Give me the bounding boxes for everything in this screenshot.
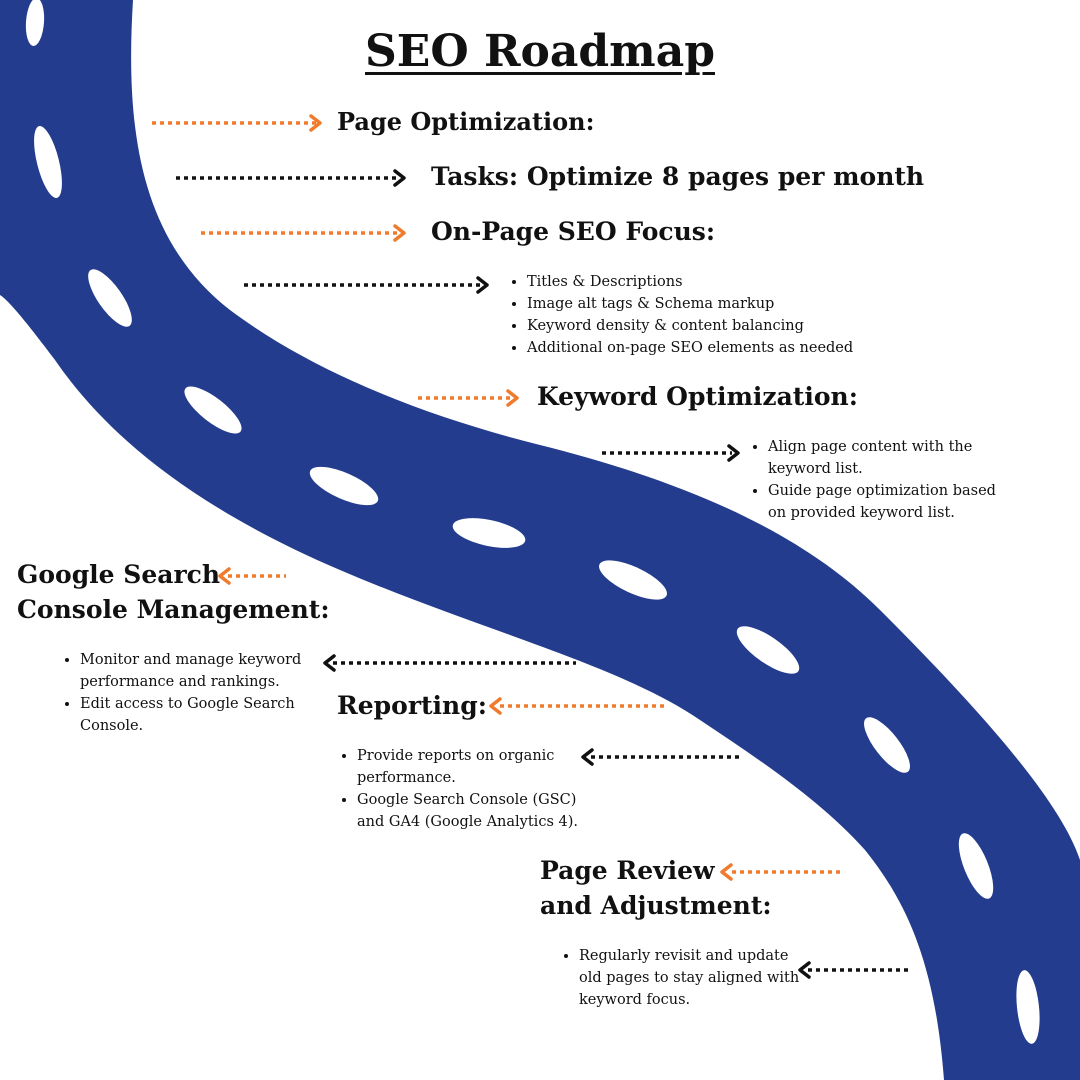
on-page-focus-list: Titles & Descriptions Image alt tags & S… xyxy=(507,271,853,359)
list-item: Keyword density & content balancing xyxy=(527,315,853,337)
on-page-focus-heading: On-Page SEO Focus: xyxy=(431,217,716,246)
reporting-heading: Reporting: xyxy=(337,691,487,720)
lane-mark xyxy=(958,833,994,899)
tasks-heading: Tasks: Optimize 8 pages per month xyxy=(431,162,925,191)
arrow-to-page-review-list xyxy=(798,961,908,979)
lane-mark xyxy=(88,269,132,327)
arrow-to-keyword-optimization xyxy=(418,389,519,407)
list-item: Additional on-page SEO elements as neede… xyxy=(527,337,853,359)
arrow-to-keyword-list xyxy=(602,444,740,462)
lane-mark xyxy=(309,466,379,506)
arrow-to-on-page-list xyxy=(244,276,489,294)
arrow-to-reporting xyxy=(489,697,668,715)
list-item: Google Search Console (GSC)and GA4 (Goog… xyxy=(357,789,578,833)
arrow-to-gsc-management xyxy=(218,567,286,585)
arrow-to-reporting-list xyxy=(581,748,740,766)
arrow-to-gsc-list xyxy=(323,654,576,672)
lane-mark xyxy=(452,518,526,548)
lane-mark xyxy=(34,126,62,198)
lane-mark xyxy=(736,626,800,674)
lane-markings xyxy=(25,0,1040,1044)
lane-mark xyxy=(25,0,45,46)
lane-mark xyxy=(184,386,242,434)
keyword-optimization-heading: Keyword Optimization: xyxy=(537,382,858,411)
list-item: Titles & Descriptions xyxy=(527,271,853,293)
arrow-to-page-review xyxy=(720,863,840,881)
page-optimization-heading: Page Optimization: xyxy=(337,107,595,136)
lane-mark xyxy=(1016,970,1040,1044)
lane-mark xyxy=(599,560,667,600)
page-title: SEO Roadmap xyxy=(365,26,715,77)
arrow-to-tasks xyxy=(176,169,406,187)
list-item: Image alt tags & Schema markup xyxy=(527,293,853,315)
arrow-to-page-optimization xyxy=(152,114,322,132)
lane-mark xyxy=(864,717,910,773)
arrow-to-on-page-focus xyxy=(201,224,406,242)
